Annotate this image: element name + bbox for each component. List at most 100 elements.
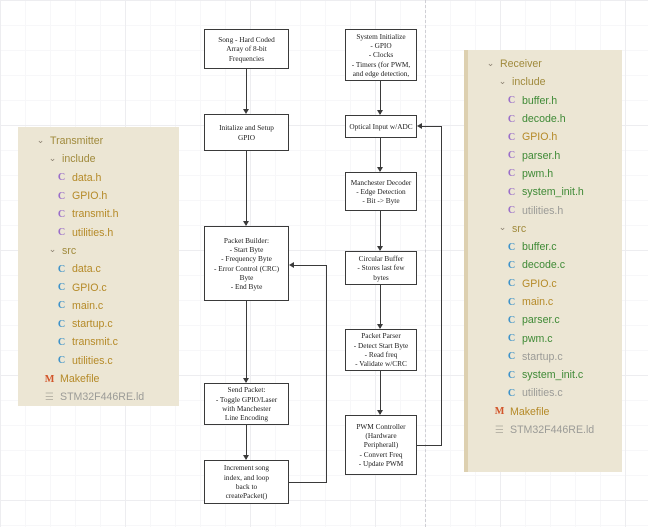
c-header-icon: C (57, 172, 66, 184)
tree-file-decode-h[interactable]: C decode.h (468, 110, 622, 128)
tree-file-transmit-h[interactable]: C transmit.h (18, 205, 179, 223)
flow-node-init-gpio[interactable]: Initalize and Setup GPIO (204, 114, 289, 151)
tree-file-main-c[interactable]: C main.c (18, 297, 179, 315)
c-header-icon: C (57, 208, 66, 220)
tree-file-parser-c[interactable]: C parser.c (468, 311, 622, 329)
tree-file-gpio-c[interactable]: C GPIO.c (468, 275, 622, 293)
tree-file-label: GPIO.c (72, 281, 107, 294)
connector-parser-to-pwm (380, 371, 381, 414)
tree-file-buffer-h[interactable]: C buffer.h (468, 92, 622, 110)
flow-node-send-packet[interactable]: Send Packet: - Toggle GPIO/Laser with Ma… (204, 383, 289, 425)
tree-file-parser-h[interactable]: C parser.h (468, 146, 622, 164)
tree-file-makefile[interactable]: M Makefile (18, 370, 179, 388)
c-source-icon: C (57, 300, 66, 312)
c-header-icon: C (507, 168, 516, 180)
arrow-manchester-to-buffer (377, 246, 383, 251)
tree-file-decode-c[interactable]: C decode.c (468, 256, 622, 274)
tree-file-label: startup.c (72, 318, 113, 331)
tree-folder-include[interactable]: ⌄ include (468, 73, 622, 91)
rx-feedback-line-top (422, 126, 442, 127)
tree-file-label: pwm.c (522, 332, 553, 345)
tree-file-linker-script[interactable]: ☰ STM32F446RE.ld (468, 421, 622, 439)
c-header-icon: C (507, 205, 516, 217)
feedback-line-bottom (289, 482, 327, 483)
c-header-icon: C (507, 131, 516, 143)
tree-file-label: buffer.c (522, 241, 557, 254)
tree-file-label: transmit.c (72, 336, 118, 349)
tree-file-data-h[interactable]: C data.h (18, 169, 179, 187)
tree-file-label: main.c (72, 299, 104, 312)
tree-file-makefile[interactable]: M Makefile (468, 403, 622, 421)
tree-file-data-c[interactable]: C data.c (18, 260, 179, 278)
connector-song-to-init (246, 69, 247, 112)
flow-node-packet-parser[interactable]: Packet Parser - Detect Start Byte - Read… (345, 329, 417, 371)
flow-node-circular-buffer[interactable]: Circular Buffer - Stores last few bytes (345, 251, 417, 285)
tree-file-label: Makefile (60, 373, 100, 385)
connector-buffer-to-parser (380, 285, 381, 328)
chevron-down-icon[interactable]: ⌄ (498, 222, 507, 233)
tree-file-utilities-h[interactable]: C utilities.h (468, 201, 622, 219)
arrow-init-to-packet (243, 221, 249, 226)
tree-file-utilities-c[interactable]: C utilities.c (468, 384, 622, 402)
chevron-down-icon[interactable]: ⌄ (48, 152, 57, 163)
tree-file-pwm-h[interactable]: C pwm.h (468, 165, 622, 183)
tree-root-transmitter[interactable]: ⌄ Transmitter (18, 132, 179, 150)
c-source-icon: C (507, 369, 516, 381)
tree-folder-label: include (512, 76, 546, 89)
makefile-icon: M (44, 373, 55, 385)
c-header-icon: C (507, 113, 516, 125)
tree-file-label: decode.c (522, 259, 565, 272)
tree-file-gpio-c[interactable]: C GPIO.c (18, 278, 179, 296)
rx-feedback-line-bottom (417, 445, 442, 446)
tree-file-label: utilities.h (522, 204, 564, 217)
tree-root-label: Transmitter (50, 135, 104, 148)
chevron-down-icon[interactable]: ⌄ (486, 57, 495, 68)
c-source-icon: C (507, 351, 516, 363)
tree-root-receiver[interactable]: ⌄ Receiver (468, 55, 622, 73)
tree-file-utilities-c[interactable]: C utilities.c (18, 352, 179, 370)
tree-file-label: GPIO.h (522, 131, 558, 144)
flow-node-song[interactable]: Song - Hard Coded Array of 8-bit Frequen… (204, 29, 289, 69)
tree-file-label: system_init.c (522, 369, 584, 382)
tree-file-label: buffer.h (522, 94, 558, 107)
c-source-icon: C (57, 336, 66, 348)
c-header-icon: C (507, 150, 516, 162)
c-source-icon: C (507, 241, 516, 253)
flow-node-increment[interactable]: Increment song index, and loop back to c… (204, 460, 289, 504)
chevron-down-icon[interactable]: ⌄ (48, 244, 57, 255)
flow-node-packet-builder[interactable]: Packet Builder: - Start Byte - Frequency… (204, 226, 289, 301)
tree-file-startup-c[interactable]: C startup.c (468, 348, 622, 366)
receiver-file-tree: ⌄ Receiver ⌄ include C buffer.h C decode… (464, 50, 622, 472)
tree-folder-include[interactable]: ⌄ include (18, 150, 179, 168)
flow-node-optical-input[interactable]: Optical Input w/ADC (345, 115, 417, 138)
tree-file-label: STM32F446RE.ld (510, 424, 595, 437)
flow-node-pwm-controller[interactable]: PWM Controller (Hardware Peripherall) - … (345, 415, 417, 475)
tree-folder-src[interactable]: ⌄ src (468, 220, 622, 238)
tree-file-system-init-h[interactable]: C system_init.h (468, 183, 622, 201)
tree-file-transmit-c[interactable]: C transmit.c (18, 333, 179, 351)
feedback-line-vertical (326, 265, 327, 483)
transmitter-file-tree: ⌄ Transmitter ⌄ include C data.h C GPIO.… (18, 127, 179, 406)
connector-packet-to-send (246, 301, 247, 382)
tree-file-linker-script[interactable]: ☰ STM32F446RE.ld (18, 388, 179, 406)
tree-file-main-c[interactable]: C main.c (468, 293, 622, 311)
chevron-down-icon[interactable]: ⌄ (498, 75, 507, 86)
flow-node-system-init[interactable]: System Initialize - GPIO - Clocks - Time… (345, 29, 417, 81)
tree-file-label: pwm.h (522, 167, 554, 180)
tree-file-pwm-c[interactable]: C pwm.c (468, 329, 622, 347)
tree-file-buffer-c[interactable]: C buffer.c (468, 238, 622, 256)
tree-file-gpio-h[interactable]: C GPIO.h (468, 128, 622, 146)
arrow-rx-feedback-to-optical (417, 123, 422, 129)
tree-file-startup-c[interactable]: C startup.c (18, 315, 179, 333)
c-header-icon: C (507, 186, 516, 198)
chevron-down-icon[interactable]: ⌄ (36, 134, 45, 145)
c-source-icon: C (507, 314, 516, 326)
tree-file-utilities-h[interactable]: C utilities.h (18, 223, 179, 241)
tree-root-label: Receiver (500, 58, 542, 71)
tree-file-system-init-c[interactable]: C system_init.c (468, 366, 622, 384)
tree-file-gpio-h[interactable]: C GPIO.h (18, 187, 179, 205)
tree-file-label: startup.c (522, 350, 563, 363)
arrow-send-to-increment (243, 455, 249, 460)
tree-folder-src[interactable]: ⌄ src (18, 242, 179, 260)
flow-node-manchester-decoder[interactable]: Manchester Decoder - Edge Detection - Bi… (345, 172, 417, 211)
